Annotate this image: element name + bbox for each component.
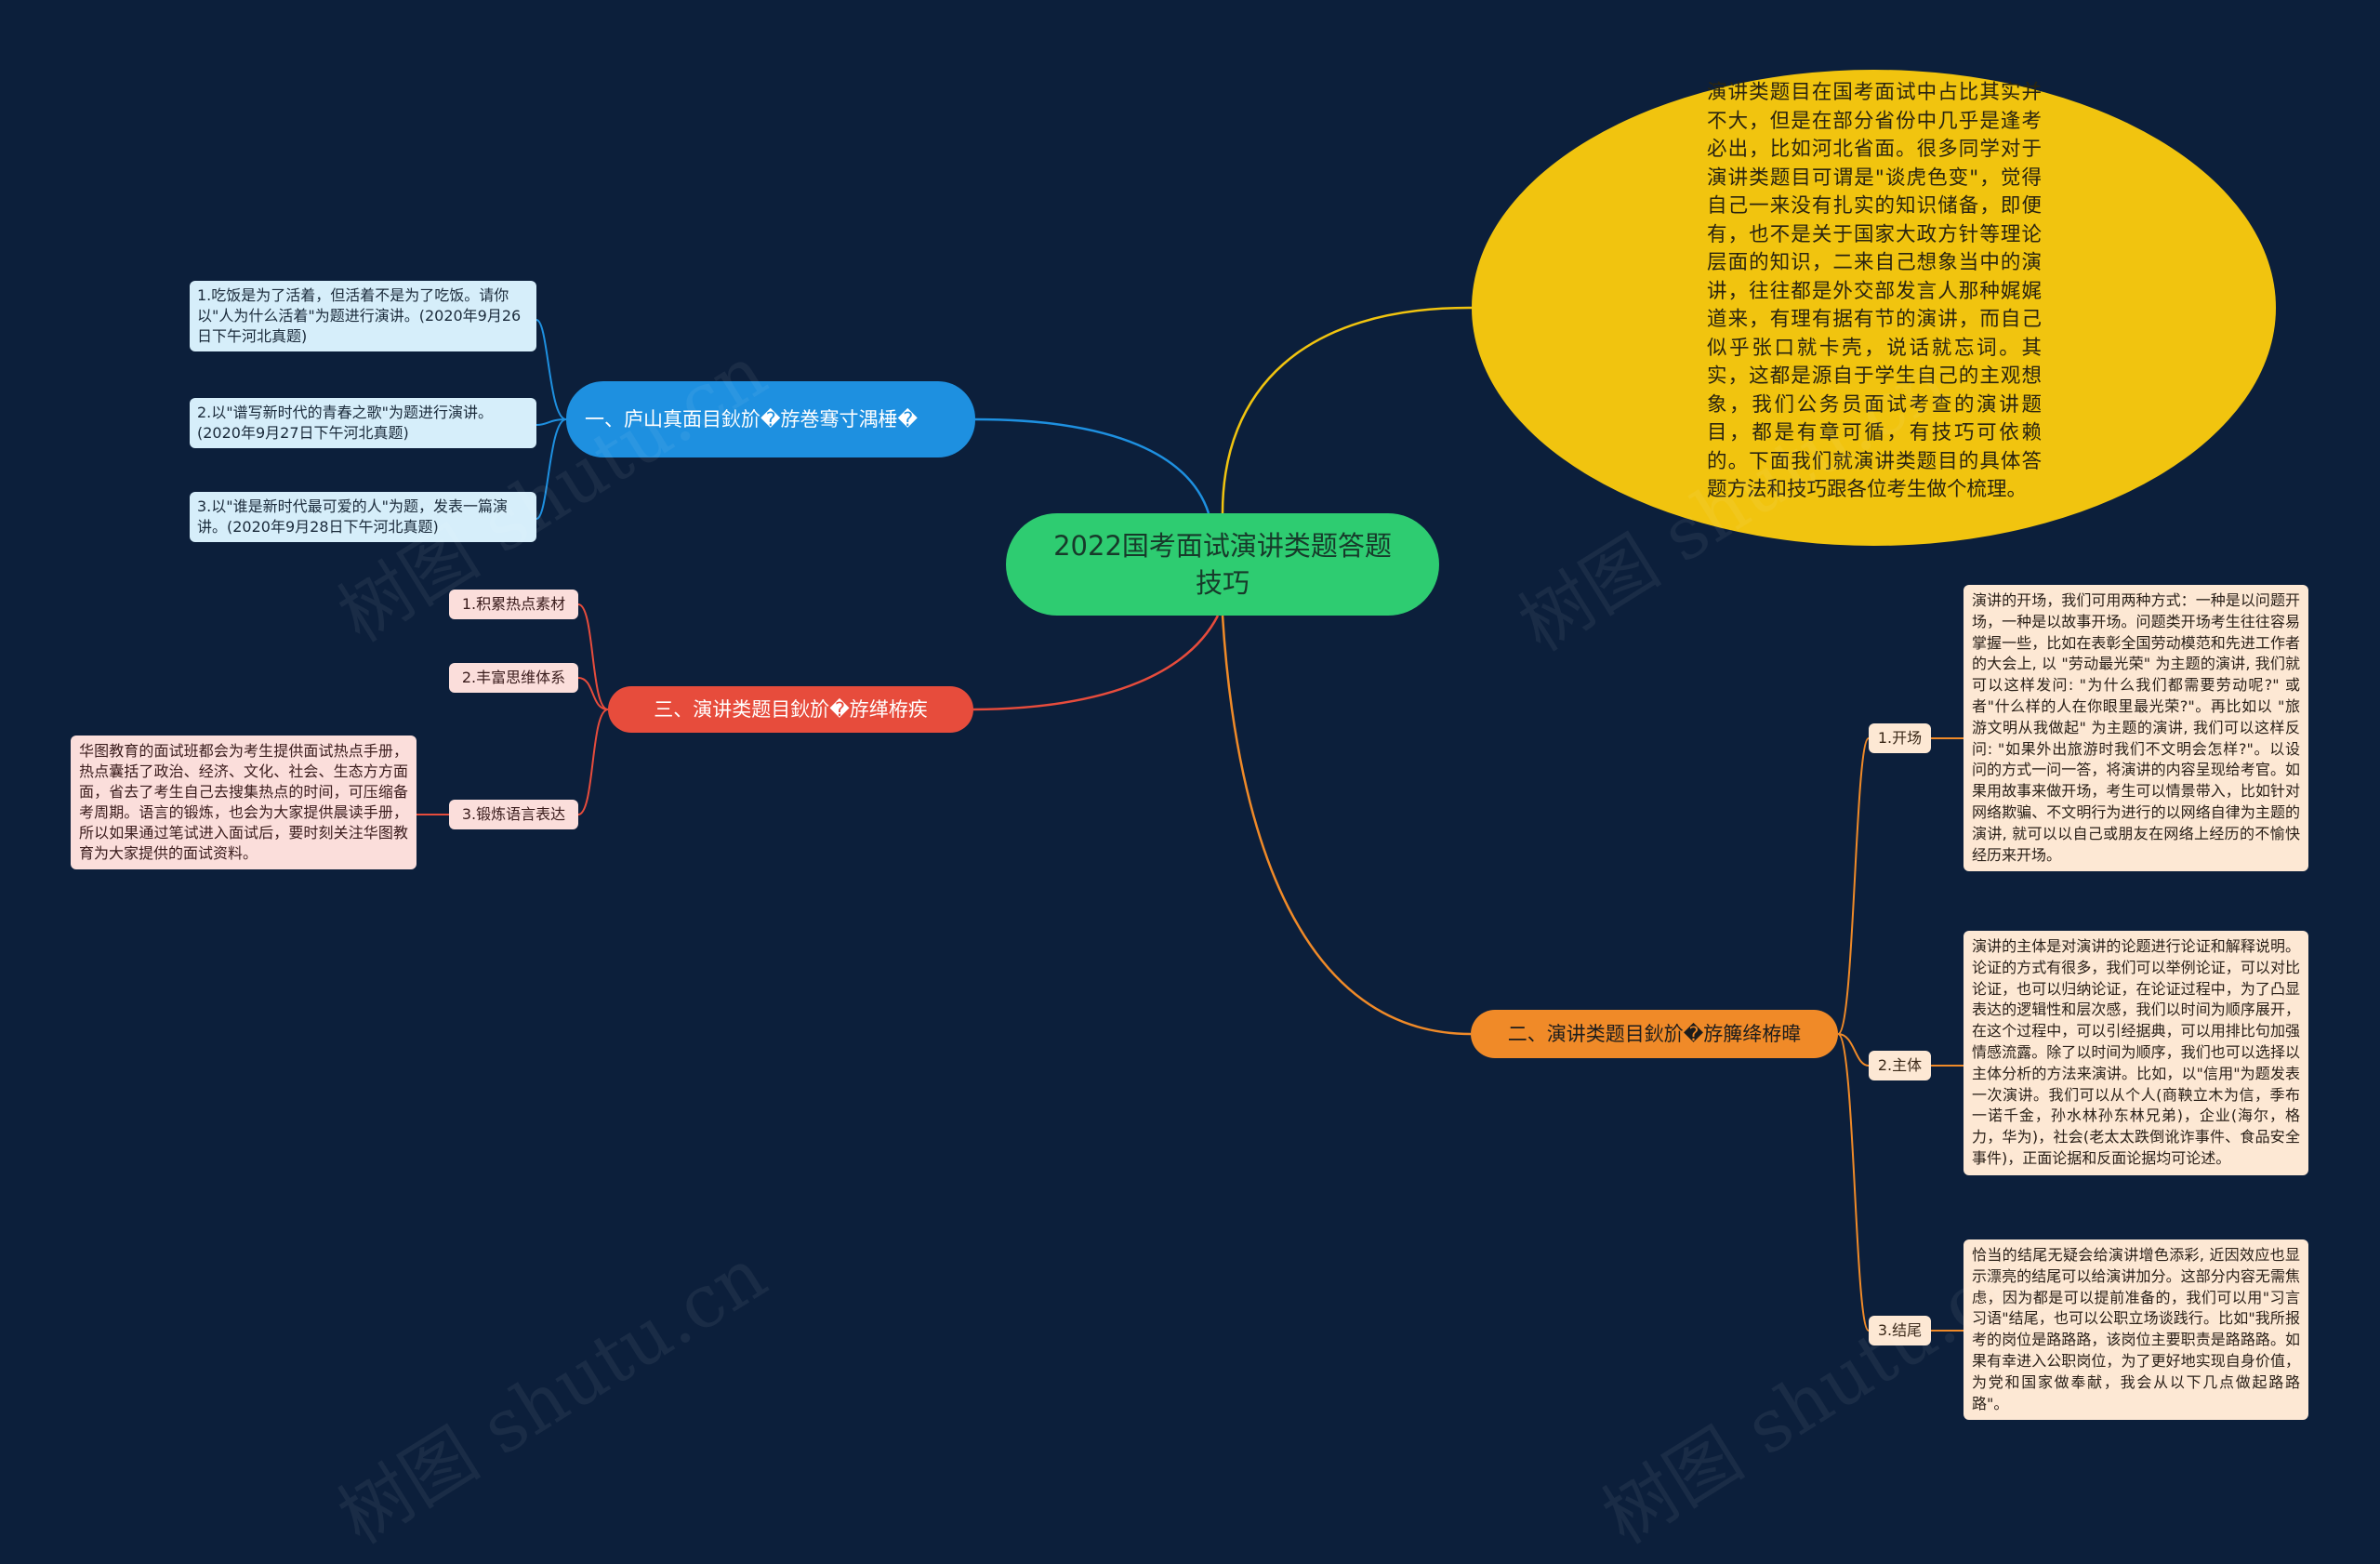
link-branch1-item1 xyxy=(536,319,567,420)
root-topic[interactable]: 2022国考面试演讲类题答题技巧 xyxy=(1006,513,1439,616)
link-branch1-item3 xyxy=(536,418,567,520)
branch-2-detail-1[interactable]: 演讲的开场，我们可用两种方式：一种是以问题开场，一种是以故事开场。问题类开场考生… xyxy=(1964,585,2308,872)
branch-1-item-2[interactable]: 2.以"谱写新时代的青春之歌"为题进行演讲。(2020年9月27日下午河北真题) xyxy=(190,398,536,448)
link-branch2-tag2 xyxy=(1837,1033,1870,1067)
branch-1-item-2-text: 2.以"谱写新时代的青春之歌"为题进行演讲。(2020年9月27日下午河北真题) xyxy=(197,404,493,442)
branch-2-detail-1-text: 演讲的开场，我们可用两种方式：一种是以问题开场，一种是以故事开场。问题类开场考生… xyxy=(1972,591,2300,864)
branch-3-label: 三、演讲类题目鈥斺�斿缂栫疾 xyxy=(654,697,928,721)
branch-1[interactable]: 一、庐山真面目鈥斺�斿巻骞寸湡棰� xyxy=(566,381,975,457)
branch-2-tag-2[interactable]: 2.主体 xyxy=(1869,1051,1931,1080)
root-label: 2022国考面试演讲类题答题技巧 xyxy=(1053,530,1392,599)
branch-2-tag-3-label: 3.结尾 xyxy=(1877,1321,1923,1339)
branch-2-tag-1-label: 1.开场 xyxy=(1877,729,1923,747)
branch-3-tag-2[interactable]: 2.丰富思维体系 xyxy=(449,663,578,693)
link-branch2-tag1 xyxy=(1837,737,1870,1035)
branch-1-item-3-text: 3.以"谁是新时代最可爱的人"为题，发表一篇演讲。(2020年9月28日下午河北… xyxy=(197,497,508,536)
link-branch3-tag2 xyxy=(577,677,609,710)
branch-2-tag-3[interactable]: 3.结尾 xyxy=(1869,1316,1931,1345)
branch-3[interactable]: 三、演讲类题目鈥斺�斿缂栫疾 xyxy=(608,686,973,733)
intro-text: 演讲类题目在国考面试中占比其实并不大，但是在部分省份中几乎是逢考必出，比如河北省… xyxy=(1707,81,2042,501)
branch-1-label: 一、庐山真面目鈥斺�斿巻骞寸湡棰� xyxy=(585,407,919,431)
branch-2-tag-2-label: 2.主体 xyxy=(1877,1056,1923,1074)
link-root-branch2 xyxy=(1221,615,1472,1036)
branch-3-tag-2-label: 2.丰富思维体系 xyxy=(461,669,566,686)
branch-3-detail-text: 华图教育的面试班都会为考生提供面试热点手册，热点囊括了政治、经济、文化、社会、生… xyxy=(79,742,408,862)
link-branch2-tag3 xyxy=(1837,1033,1870,1332)
branch-2[interactable]: 二、演讲类题目鈥斺�斿簲绛栫暐 xyxy=(1471,1010,1838,1058)
link-branch3-tag3 xyxy=(577,709,609,815)
branch-3-detail[interactable]: 华图教育的面试班都会为考生提供面试热点手册，热点囊括了政治、经济、文化、社会、生… xyxy=(71,736,416,869)
link-root-branch3 xyxy=(972,615,1220,711)
link-root-intro xyxy=(1221,306,1473,514)
branch-2-detail-3-text: 恰当的结尾无疑会给演讲增色添彩, 近因效应也显示漂亮的结尾可以给演讲加分。这部分… xyxy=(1972,1246,2300,1412)
connector-lines xyxy=(416,306,1964,1332)
branch-2-tag-1[interactable]: 1.开场 xyxy=(1869,723,1931,753)
branch-1-item-1[interactable]: 1.吃饭是为了活着，但活着不是为了吃饭。请你以"人为什么活着"为题进行演讲。(2… xyxy=(190,281,536,351)
branch-1-item-1-text: 1.吃饭是为了活着，但活着不是为了吃饭。请你以"人为什么活着"为题进行演讲。(2… xyxy=(197,286,522,345)
link-root-branch1 xyxy=(974,418,1210,514)
branch-2-label: 二、演讲类题目鈥斺�斿簲绛栫暐 xyxy=(1507,1022,1802,1045)
link-branch1-item2 xyxy=(536,418,567,426)
branch-1-item-3[interactable]: 3.以"谁是新时代最可爱的人"为题，发表一篇演讲。(2020年9月28日下午河北… xyxy=(190,492,536,542)
branch-2-detail-3[interactable]: 恰当的结尾无疑会给演讲增色添彩, 近因效应也显示漂亮的结尾可以给演讲加分。这部分… xyxy=(1964,1239,2308,1421)
intro-node[interactable]: 演讲类题目在国考面试中占比其实并不大，但是在部分省份中几乎是逢考必出，比如河北省… xyxy=(1472,70,2276,546)
branch-3-tag-3-label: 3.锻炼语言表达 xyxy=(461,805,566,823)
branch-3-tag-1-label: 1.积累热点素材 xyxy=(461,595,566,613)
branch-3-tag-3[interactable]: 3.锻炼语言表达 xyxy=(449,800,578,829)
branch-2-detail-2-text: 演讲的主体是对演讲的论题进行论证和解释说明。论证的方式有很多，我们可以举例论证，… xyxy=(1972,937,2300,1167)
branch-2-detail-2[interactable]: 演讲的主体是对演讲的论题进行论证和解释说明。论证的方式有很多，我们可以举例论证，… xyxy=(1964,931,2308,1175)
branch-3-tag-1[interactable]: 1.积累热点素材 xyxy=(449,590,578,619)
mindmap-canvas: 2022国考面试演讲类题答题技巧 演讲类题目在国考面试中占比其实并不大，但是在部… xyxy=(71,70,2308,1560)
link-branch3-tag1 xyxy=(577,603,609,710)
